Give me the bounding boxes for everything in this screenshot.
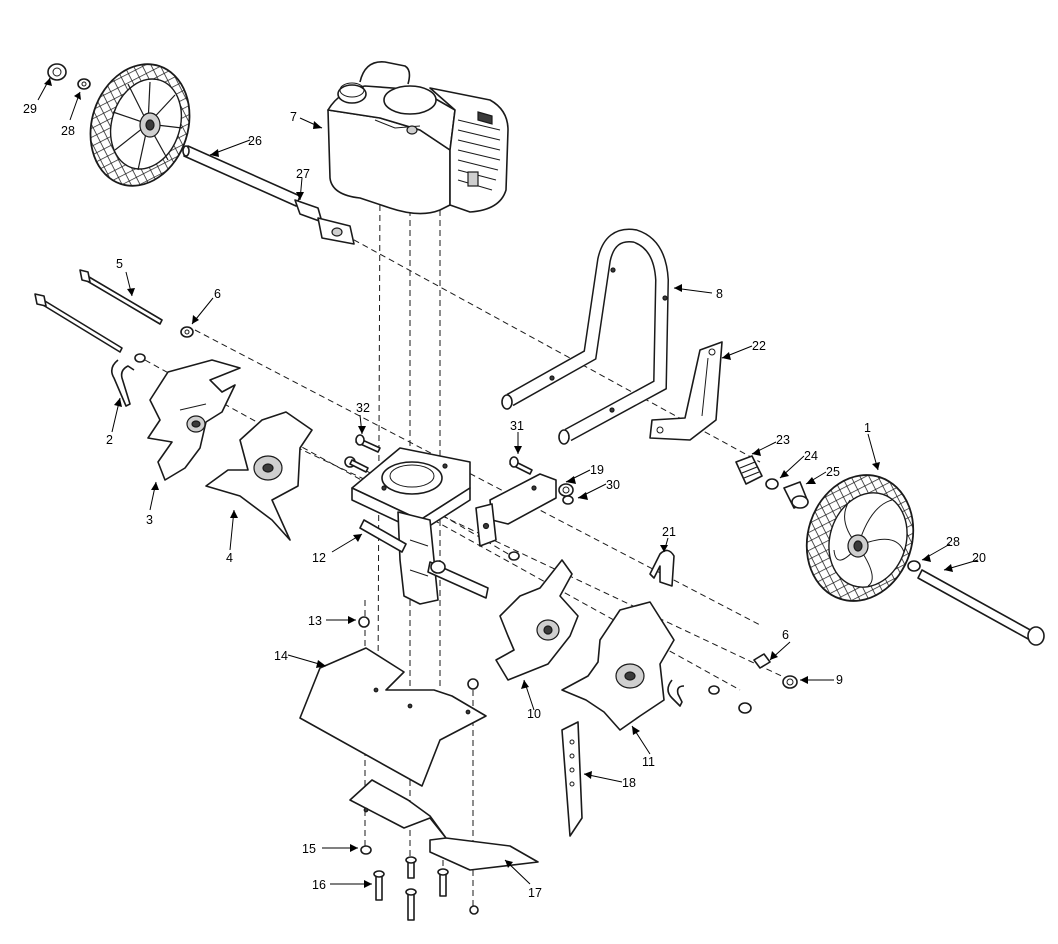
washer-24 bbox=[765, 478, 779, 490]
axle-bolt-20 bbox=[917, 569, 1045, 646]
callout-11: 11 bbox=[642, 755, 655, 769]
callout-17: 17 bbox=[528, 886, 542, 900]
callout-14: 14 bbox=[274, 649, 288, 663]
nut-30 bbox=[562, 495, 574, 505]
bushing-25 bbox=[783, 481, 809, 509]
callout-1: 1 bbox=[864, 421, 871, 435]
callout-6-right: 6 bbox=[782, 628, 789, 642]
nut-right-1 bbox=[738, 702, 752, 714]
callout-23: 23 bbox=[776, 433, 790, 447]
callout-15: 15 bbox=[302, 842, 316, 856]
nut-lower-center bbox=[508, 551, 520, 561]
callout-5: 5 bbox=[116, 257, 123, 271]
callout-9: 9 bbox=[836, 673, 843, 687]
handle-icon bbox=[501, 228, 670, 445]
hairpin-clip-right bbox=[667, 679, 685, 707]
callout-21: 21 bbox=[662, 525, 676, 539]
nut-9 bbox=[782, 675, 798, 689]
nut-13 bbox=[358, 616, 370, 628]
callout-20: 20 bbox=[972, 551, 986, 565]
bolt-16-c bbox=[405, 888, 417, 921]
nut-6-right bbox=[753, 653, 771, 669]
depth-bar-18 bbox=[561, 721, 583, 837]
hairpin-clip-2 bbox=[110, 359, 135, 407]
gearbox bbox=[351, 447, 489, 605]
bracket-22 bbox=[649, 341, 723, 441]
engine-icon bbox=[327, 61, 509, 215]
pin-12 bbox=[359, 519, 407, 553]
tine-4 bbox=[205, 411, 313, 541]
bolt-32 bbox=[355, 434, 381, 453]
bolt-16-a bbox=[373, 870, 385, 901]
callout-25: 25 bbox=[826, 465, 840, 479]
shield-17 bbox=[349, 779, 539, 871]
callout-27: 27 bbox=[296, 167, 310, 181]
washer-right-1 bbox=[708, 685, 720, 695]
callout-13: 13 bbox=[308, 614, 322, 628]
callout-numbers: 29 28 26 27 7 5 6 2 3 4 32 12 13 14 15 1… bbox=[23, 102, 986, 900]
nut-bottom-right bbox=[469, 905, 479, 915]
callout-22: 22 bbox=[752, 339, 766, 353]
tine-10 bbox=[495, 559, 579, 681]
nut-shield-right bbox=[467, 678, 479, 690]
callout-24: 24 bbox=[804, 449, 818, 463]
callout-18: 18 bbox=[622, 776, 636, 790]
bolt-long-left bbox=[34, 293, 123, 353]
callout-10: 10 bbox=[527, 707, 541, 721]
bracket-19 bbox=[475, 473, 574, 547]
nut-29 bbox=[47, 63, 67, 81]
callout-19: 19 bbox=[590, 463, 604, 477]
callout-28-left: 28 bbox=[61, 124, 75, 138]
wheel-1 bbox=[805, 474, 915, 602]
callout-6-left: 6 bbox=[214, 287, 221, 301]
shield-icon bbox=[299, 647, 487, 787]
bolt-5 bbox=[79, 269, 163, 325]
callout-4: 4 bbox=[226, 551, 233, 565]
nut-32-lower bbox=[344, 456, 369, 473]
washer-small-left bbox=[134, 353, 146, 363]
callout-30: 30 bbox=[606, 478, 620, 492]
callout-3: 3 bbox=[146, 513, 153, 527]
callout-31: 31 bbox=[510, 419, 524, 433]
bolt-31 bbox=[509, 456, 533, 475]
leader-arrowheads bbox=[44, 78, 953, 888]
u-clip-21 bbox=[649, 549, 675, 587]
callout-2: 2 bbox=[106, 433, 113, 447]
spring-23 bbox=[735, 455, 763, 485]
bolt-16-b bbox=[405, 856, 417, 879]
nut-6-left bbox=[180, 326, 194, 338]
tine-icon bbox=[147, 359, 241, 481]
bracket-27 bbox=[294, 199, 355, 245]
callout-16: 16 bbox=[312, 878, 326, 892]
tine-11 bbox=[561, 601, 675, 731]
leader-lines bbox=[37, 77, 979, 885]
alignment-lines bbox=[144, 184, 791, 910]
callout-26: 26 bbox=[248, 134, 262, 148]
callout-7: 7 bbox=[290, 110, 297, 124]
callout-12: 12 bbox=[312, 551, 326, 565]
axle-shaft-26 bbox=[182, 145, 301, 207]
callout-32: 32 bbox=[356, 401, 370, 415]
callout-8: 8 bbox=[716, 287, 723, 301]
wheel-icon bbox=[89, 63, 191, 187]
callout-29: 29 bbox=[23, 102, 37, 116]
washer-28-left bbox=[77, 78, 91, 90]
bolt-16-d bbox=[437, 868, 449, 897]
callout-28-right: 28 bbox=[946, 535, 960, 549]
washer-28-right bbox=[907, 560, 921, 572]
nut-15 bbox=[360, 845, 372, 855]
